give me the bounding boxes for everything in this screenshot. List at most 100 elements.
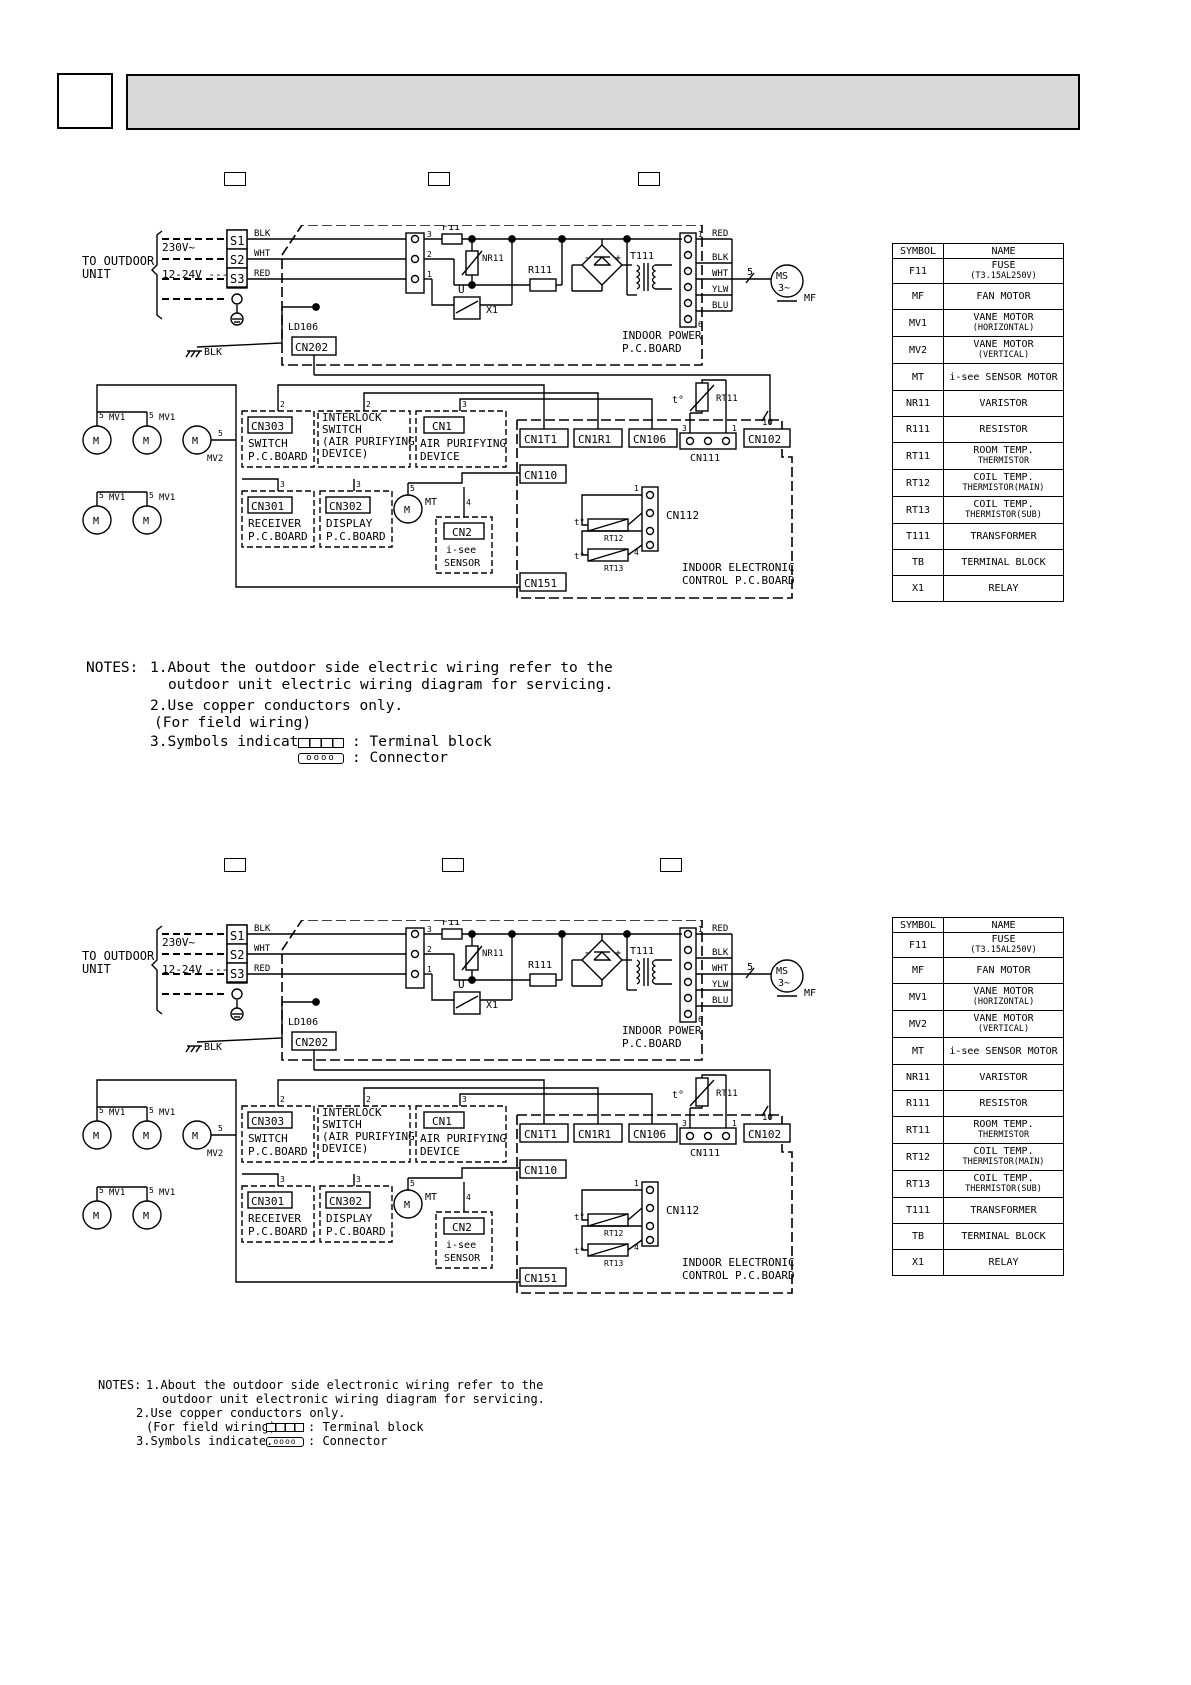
model-ref-box	[660, 858, 682, 872]
interlock-label: (AIR PURIFYING	[322, 1130, 415, 1143]
cn201-label: CN201	[404, 920, 434, 923]
cn301-label: CN301	[251, 500, 284, 513]
model-ref-box	[442, 858, 464, 872]
wire-count-label: 3	[280, 1175, 285, 1184]
name-cell: ROOM TEMP.THERMISTOR	[943, 442, 1064, 470]
receiver-board-label: RECEIVER	[248, 517, 301, 530]
wire-count-label: 5	[99, 1186, 104, 1195]
cn151-label: CN151	[524, 1272, 557, 1285]
wire-count-label: 3	[356, 1175, 361, 1184]
pin-number: 1	[732, 424, 737, 433]
mv1-label: MV1	[109, 493, 125, 503]
f11-label: F11	[442, 225, 460, 233]
symbol-cell: MV1	[892, 309, 944, 337]
t-deg-label: t°	[574, 1247, 585, 1257]
name-cell: RESISTOR	[943, 1090, 1064, 1117]
count-slash	[745, 272, 755, 284]
note-2-line-2: (For field wiring)	[154, 715, 312, 731]
cn111-label: CN111	[690, 1148, 720, 1159]
symbol-cell: MV2	[892, 336, 944, 364]
mf-label: MF	[804, 988, 816, 999]
wire-color-label: RED	[712, 229, 728, 239]
wire-count-label: 5	[149, 491, 154, 500]
wire-color-label: BLU	[712, 301, 728, 311]
outdoor-bracket	[151, 230, 163, 320]
note-1-line-2: outdoor unit electric wiring diagram for…	[168, 677, 614, 693]
hatch	[190, 350, 196, 358]
thermistor-slash	[689, 1079, 715, 1107]
tb-label: TB	[229, 920, 240, 921]
voltage-ac-label: 230V~	[162, 936, 195, 949]
wire-color-label: BLK	[254, 229, 271, 239]
cn111-label: CN111	[690, 453, 720, 464]
t111-label: T111	[630, 946, 654, 957]
connector-symbol: oooo	[266, 1437, 304, 1447]
name-cell: COIL TEMP.THERMISTOR(MAIN)	[943, 1143, 1064, 1171]
notes-label: NOTES:	[86, 660, 139, 676]
display-board-label: P.C.BOARD	[326, 1225, 386, 1238]
air-purifying-label: DEVICE	[420, 450, 460, 463]
cn110-label: CN110	[524, 1164, 557, 1177]
mv1-label: MV1	[109, 1108, 125, 1118]
power-board-label: P.C.BOARD	[622, 342, 682, 355]
varistor-slash	[461, 250, 483, 276]
rt11-label: RT11	[716, 1089, 738, 1099]
interlock-label: DEVICE)	[322, 1142, 368, 1155]
section-number-box	[57, 73, 113, 129]
mf-label: MF	[804, 293, 816, 304]
wire-count-label: 2	[280, 1095, 285, 1104]
ground-blk-label: BLK	[204, 347, 222, 358]
name-cell: RELAY	[943, 1249, 1064, 1276]
count-slash	[745, 967, 755, 979]
terminal-label: S3	[230, 967, 244, 981]
pin-number: 1	[732, 1119, 737, 1128]
x1-label: X1	[486, 305, 498, 316]
receiver-board-label: RECEIVER	[248, 1212, 301, 1225]
plus-sign: +	[615, 253, 621, 264]
switch-board-label: SWITCH	[248, 437, 288, 450]
rt12-label: RT12	[604, 1229, 623, 1238]
wire-count-label: 3	[280, 480, 285, 489]
cn106-connector	[628, 428, 678, 448]
pin-number: 1	[698, 230, 703, 239]
motor-m-label: M	[192, 1131, 198, 1142]
name-cell: TERMINAL BLOCK	[943, 549, 1064, 576]
interlock-label: DEVICE)	[322, 447, 368, 460]
symbol-cell: RT12	[892, 469, 944, 497]
model-ref-box	[428, 172, 450, 186]
plus-sign: +	[615, 948, 621, 959]
model-ref-box	[224, 172, 246, 186]
connector-pin	[683, 234, 693, 244]
pin-number: 1	[634, 484, 639, 493]
interlock-label: INTERLOCK	[322, 411, 382, 424]
cn151-label: CN151	[524, 577, 557, 590]
wire-count-label: 5	[218, 429, 223, 438]
name-cell: i-see SENSOR MOTOR	[943, 363, 1064, 391]
wire-color-label: WHT	[254, 249, 271, 259]
name-cell: COIL TEMP.THERMISTOR(SUB)	[943, 1170, 1064, 1198]
note-2-line-1: 2.Use copper conductors only.	[136, 1406, 346, 1420]
wire-count-label: 5	[149, 1106, 154, 1115]
hatch	[195, 350, 201, 358]
pin-number: 6	[698, 1015, 703, 1024]
symbol-cell: MV1	[892, 983, 944, 1011]
connector-pin	[410, 929, 420, 939]
cn1-label: CN1	[432, 420, 452, 433]
t-deg-label: t°	[672, 1090, 684, 1101]
motor-m-label: M	[143, 1131, 149, 1142]
connector-pin	[410, 969, 420, 979]
ms-label: 3~	[778, 283, 790, 294]
terminal-label: S1	[230, 234, 244, 248]
control-board-label: INDOOR ELECTRONIC	[682, 561, 795, 574]
wire	[627, 1239, 643, 1251]
diode-icon	[593, 256, 612, 266]
